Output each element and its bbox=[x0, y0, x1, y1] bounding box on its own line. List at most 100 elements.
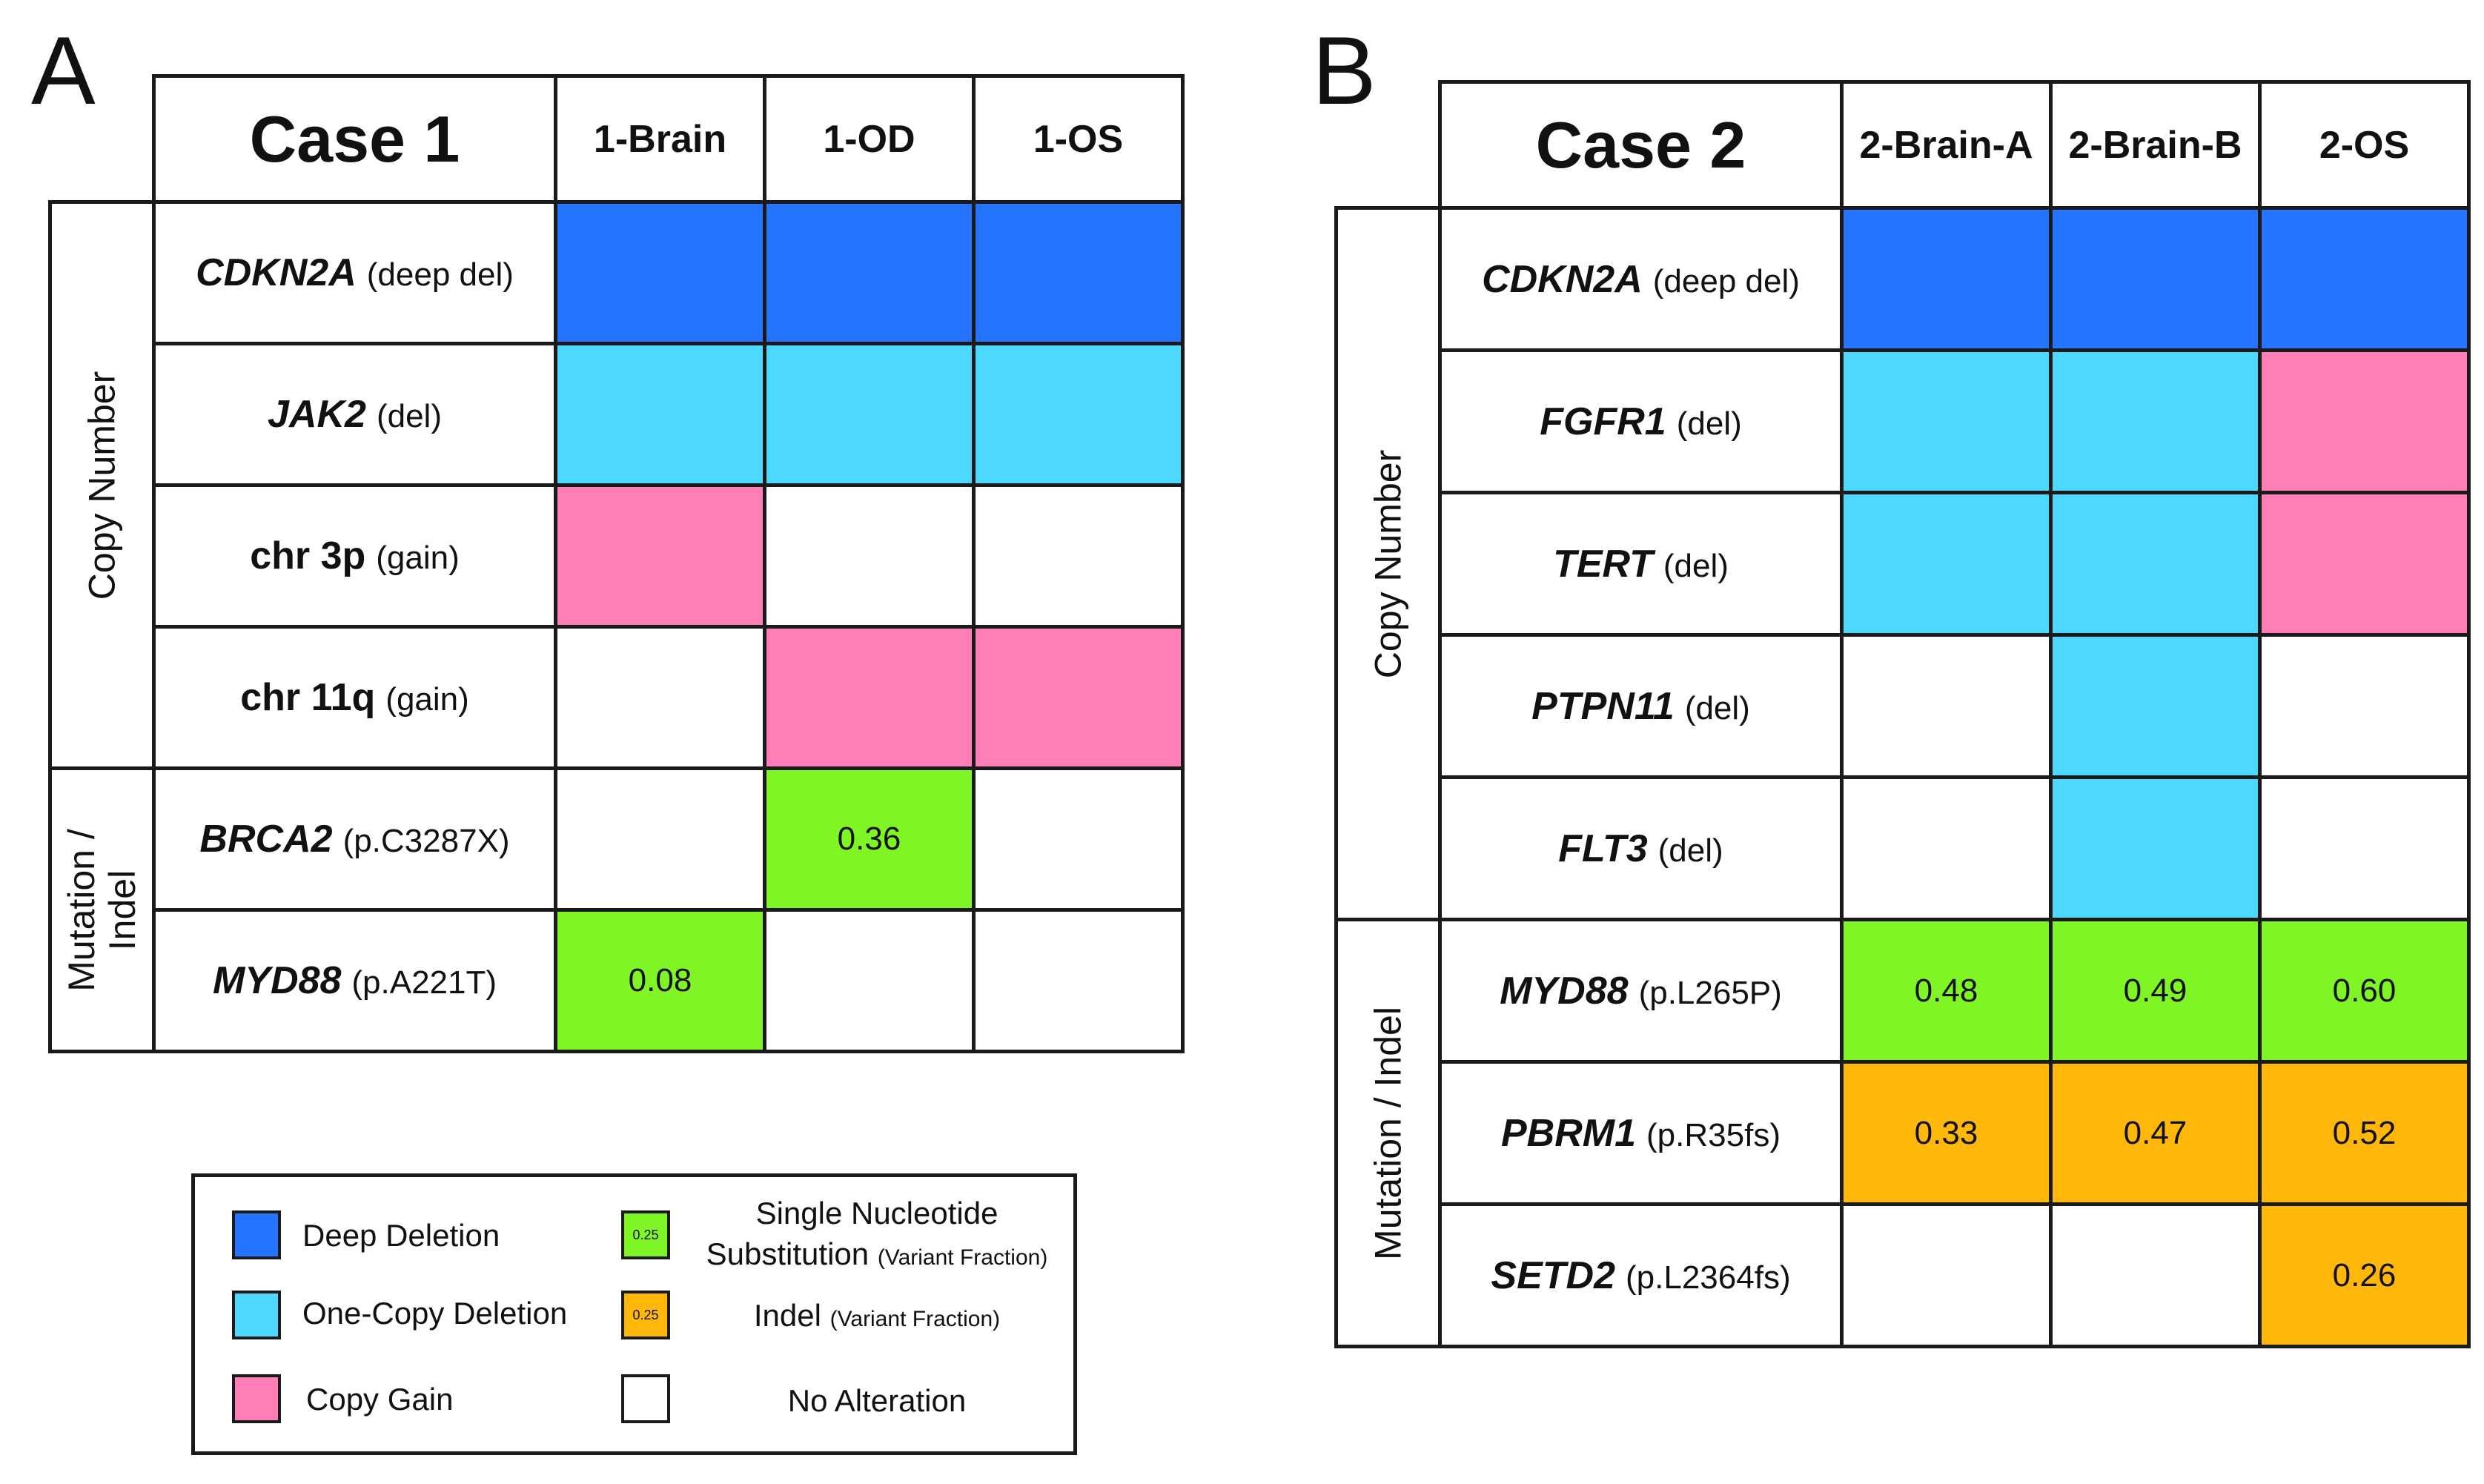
gene-name: BRCA2 bbox=[199, 818, 333, 861]
sample-header: 1-Brain bbox=[554, 74, 766, 204]
row-label: PTPN11(del) bbox=[1438, 633, 1844, 779]
alteration-cell bbox=[2258, 775, 2471, 921]
alteration-cell bbox=[1840, 348, 2053, 494]
alteration-cell bbox=[2049, 491, 2262, 637]
alteration-cell: 0.36 bbox=[763, 766, 976, 912]
gene-name: MYD88 bbox=[1500, 969, 1629, 1013]
alteration-cell bbox=[554, 342, 766, 487]
alteration-detail: (del) bbox=[376, 398, 442, 434]
alteration-cell bbox=[1840, 491, 2053, 637]
legend-label-one-copy-deletion: One-Copy Deletion bbox=[302, 1296, 568, 1331]
region-name: chr 11q bbox=[240, 676, 376, 719]
alteration-cell: 0.33 bbox=[1840, 1060, 2053, 1206]
alteration-detail: (p.L265P) bbox=[1638, 974, 1782, 1011]
alteration-detail: (deep del) bbox=[1652, 262, 1800, 299]
alteration-cell bbox=[763, 200, 976, 345]
legend-label-indel: Indel (Variant Fraction) bbox=[753, 1298, 1001, 1333]
alteration-cell bbox=[972, 342, 1185, 487]
alteration-cell bbox=[2049, 633, 2262, 779]
sample-header: 2-Brain-A bbox=[1840, 80, 2053, 210]
alteration-cell bbox=[1840, 633, 2053, 779]
row-label: FLT3(del) bbox=[1438, 775, 1844, 921]
alteration-cell: 0.49 bbox=[2049, 918, 2262, 1064]
alteration-cell bbox=[972, 483, 1185, 629]
legend-swatch-snv: 0.25 bbox=[621, 1210, 670, 1259]
alteration-cell bbox=[2258, 491, 2471, 637]
alteration-cell bbox=[763, 342, 976, 487]
row-label: BRCA2(p.C3287X) bbox=[152, 766, 557, 912]
alteration-cell bbox=[554, 483, 766, 629]
legend: Deep Deletion One-Copy Deletion Copy Gai… bbox=[191, 1173, 1077, 1455]
gene-name: PTPN11 bbox=[1531, 684, 1675, 728]
row-label: CDKN2A(deep del) bbox=[1438, 206, 1844, 352]
case-title: Case 2 bbox=[1438, 80, 1844, 210]
group-label-copy-number: Copy Number bbox=[48, 200, 156, 770]
row-label: MYD88(p.L265P) bbox=[1438, 918, 1844, 1064]
alteration-cell bbox=[763, 908, 976, 1053]
alteration-cell: 0.52 bbox=[2258, 1060, 2471, 1206]
legend-label-deep-deletion: Deep Deletion bbox=[302, 1218, 500, 1253]
alteration-cell: 0.26 bbox=[2258, 1202, 2471, 1348]
case2-table: Case 2 2-Brain-A 2-Brain-B 2-OS Copy Num… bbox=[1334, 80, 2471, 1348]
alteration-cell: 0.47 bbox=[2049, 1060, 2262, 1206]
group-label-mutation-indel: Mutation / Indel bbox=[1334, 918, 1442, 1348]
alteration-cell bbox=[2258, 348, 2471, 494]
alteration-detail: (p.R35fs) bbox=[1646, 1116, 1781, 1153]
row-label: FGFR1(del) bbox=[1438, 348, 1844, 494]
row-label: SETD2 (p.L2364fs) bbox=[1438, 1202, 1844, 1348]
alteration-cell bbox=[972, 625, 1185, 770]
group-label-copy-number: Copy Number bbox=[1334, 206, 1442, 921]
legend-swatch-no-alteration bbox=[621, 1374, 670, 1423]
alteration-detail: (p.L2364fs) bbox=[1626, 1259, 1791, 1296]
region-name: chr 3p bbox=[250, 534, 366, 577]
alteration-cell bbox=[2049, 206, 2262, 352]
sample-header: 2-Brain-B bbox=[2049, 80, 2262, 210]
legend-swatch-indel: 0.25 bbox=[621, 1291, 670, 1339]
alteration-cell bbox=[2049, 775, 2262, 921]
sample-header: 1-OD bbox=[763, 74, 976, 204]
corner-blank bbox=[1337, 82, 1440, 208]
alteration-cell bbox=[972, 200, 1185, 345]
gene-name: SETD2 bbox=[1491, 1253, 1616, 1297]
legend-swatch-deep-deletion bbox=[232, 1210, 281, 1259]
row-label: TERT(del) bbox=[1438, 491, 1844, 637]
gene-name: FGFR1 bbox=[1540, 400, 1666, 443]
gene-name: FLT3 bbox=[1558, 827, 1648, 870]
alteration-cell bbox=[1840, 206, 2053, 352]
alteration-detail: (gain) bbox=[385, 681, 469, 718]
gene-name: CDKN2A bbox=[196, 251, 357, 294]
gene-name: JAK2 bbox=[268, 393, 366, 436]
legend-swatch-one-copy-deletion bbox=[232, 1291, 281, 1339]
alteration-cell: 0.48 bbox=[1840, 918, 2053, 1064]
alteration-cell bbox=[972, 908, 1185, 1053]
legend-label-no-alteration: No Alteration bbox=[787, 1383, 967, 1418]
corner-blank bbox=[50, 76, 154, 202]
row-label: JAK2 (del) bbox=[152, 342, 557, 487]
alteration-cell bbox=[972, 766, 1185, 912]
alteration-cell bbox=[2258, 206, 2471, 352]
alteration-detail: (gain) bbox=[376, 540, 460, 576]
alteration-detail: (p.C3287X) bbox=[342, 823, 510, 859]
alteration-cell bbox=[2258, 633, 2471, 779]
row-label: chr 11q(gain) bbox=[152, 625, 557, 770]
alteration-cell bbox=[554, 200, 766, 345]
alteration-cell bbox=[2049, 348, 2262, 494]
row-label: CDKN2A(deep del) bbox=[152, 200, 557, 345]
alteration-cell: 0.60 bbox=[2258, 918, 2471, 1064]
row-label: MYD88(p.A221T) bbox=[152, 908, 557, 1053]
sample-header: 1-OS bbox=[972, 74, 1185, 204]
gene-name: PBRM1 bbox=[1501, 1111, 1637, 1155]
alteration-cell bbox=[554, 766, 766, 912]
sample-header: 2-OS bbox=[2258, 80, 2471, 210]
row-label: PBRM1(p.R35fs) bbox=[1438, 1060, 1844, 1206]
case1-table: Case 1 1-Brain 1-OD 1-OS Copy Number CDK… bbox=[48, 74, 1185, 1053]
alteration-detail: (del) bbox=[1657, 832, 1723, 869]
alteration-detail: (deep del) bbox=[366, 256, 514, 293]
gene-name: TERT bbox=[1553, 542, 1653, 586]
alteration-cell bbox=[763, 483, 976, 629]
alteration-detail: (del) bbox=[1684, 689, 1750, 726]
alteration-cell bbox=[1840, 1202, 2053, 1348]
legend-label-copy-gain: Copy Gain bbox=[306, 1382, 454, 1417]
alteration-cell bbox=[2049, 1202, 2262, 1348]
panel-b-letter: B bbox=[1312, 16, 1377, 125]
